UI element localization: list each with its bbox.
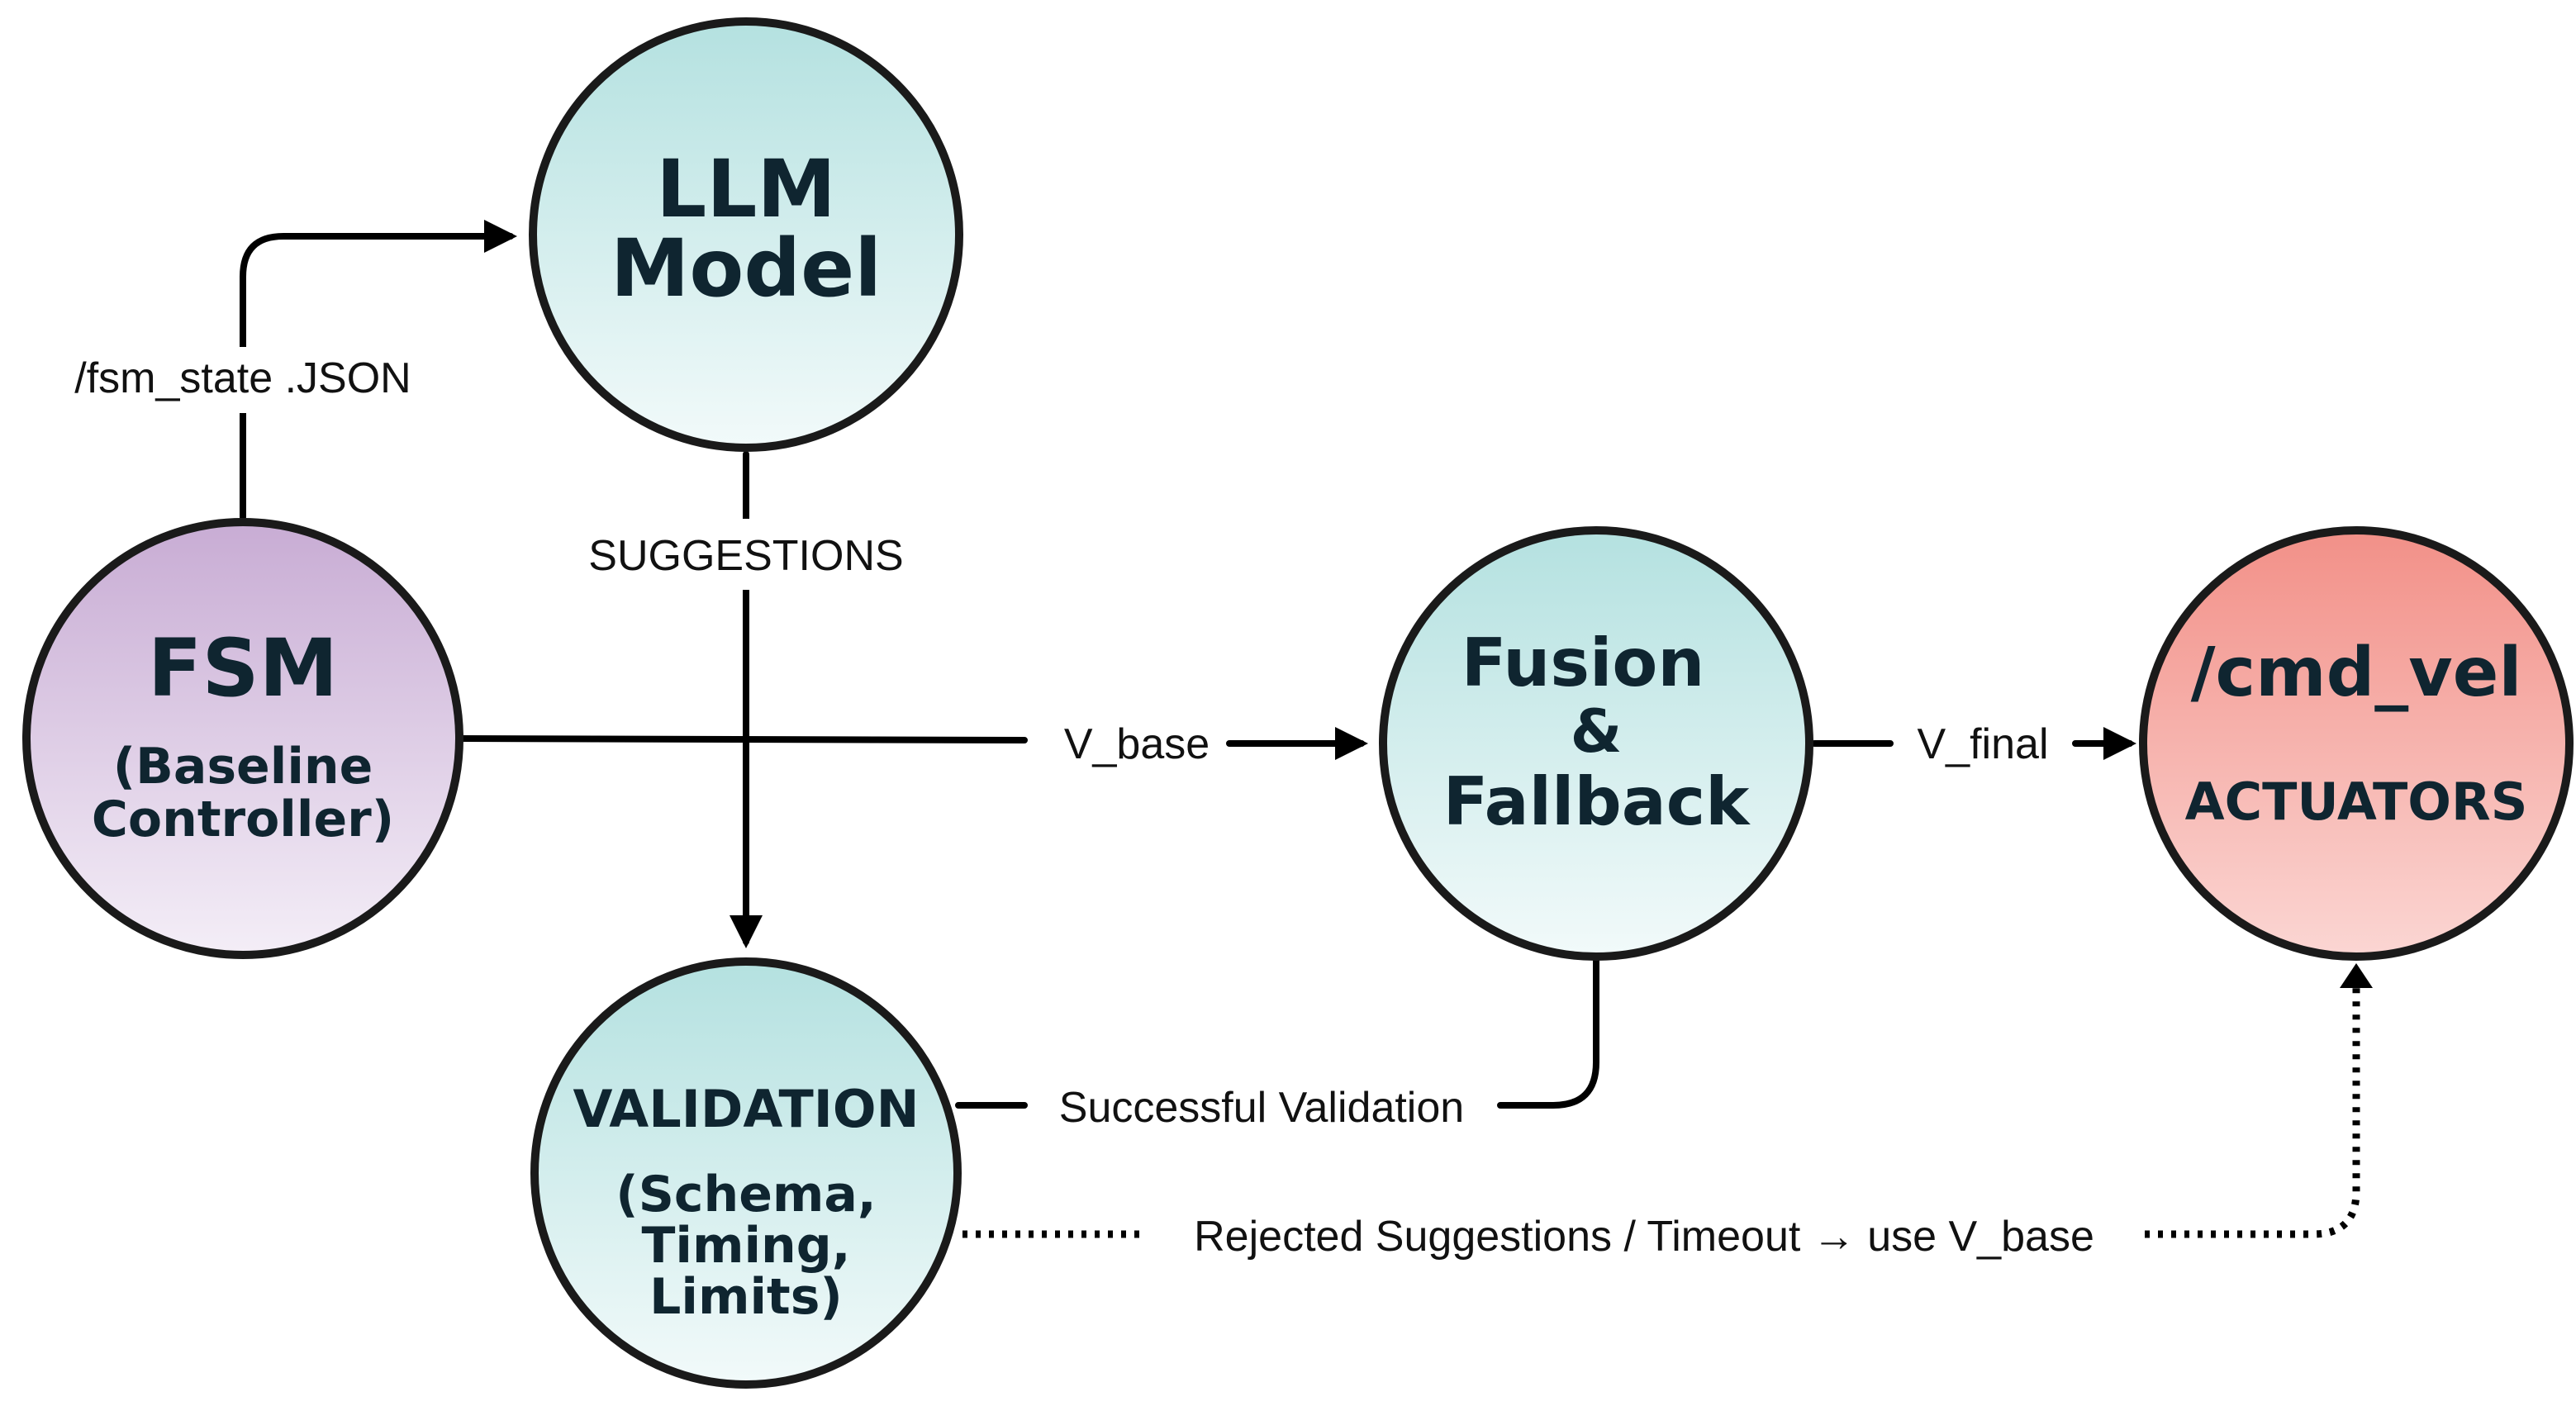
svg-text:Fusion: Fusion (1461, 625, 1705, 701)
node-fusion-fallback: Fusion & Fallback (1379, 526, 1813, 961)
svg-text:VALIDATION: VALIDATION (573, 1079, 920, 1139)
node-llm-model: LLM Model (529, 17, 963, 452)
arrowhead-dotted (2340, 963, 2373, 988)
node-validation: VALIDATION (Schema, Timing, Limits) (530, 957, 962, 1389)
edge-label-successful-validation: Successful Validation (1059, 1084, 1464, 1132)
edge-label-v-base: V_base (1064, 720, 1210, 768)
edge-label-suggestions: SUGGESTIONS (588, 532, 903, 580)
edge-validation-to-cmd (962, 983, 2360, 1238)
svg-text:(Schema,: (Schema, (615, 1166, 876, 1223)
svg-text:Limits): Limits) (649, 1268, 843, 1326)
edge-label-rejected: Rejected Suggestions / Timeout → use V_b… (1194, 1213, 2094, 1261)
edge-label-fsm-state: /fsm_state .JSON (74, 354, 411, 402)
svg-text:/cmd_vel: /cmd_vel (2191, 634, 2522, 712)
svg-text:LLM: LLM (656, 143, 836, 235)
edge-label-v-final: V_final (1918, 720, 2049, 768)
node-cmd-vel: /cmd_vel ACTUATORS (2139, 526, 2574, 961)
edge-fsm-to-fusion (458, 739, 1362, 743)
edge-validation-to-fusion (955, 955, 1599, 1109)
edge-fsm-to-llm (240, 220, 517, 520)
node-fsm: FSM (Baseline Controller) (22, 518, 463, 959)
svg-text:Controller): Controller) (92, 791, 394, 848)
svg-text:Model: Model (611, 222, 882, 315)
svg-text:ACTUATORS: ACTUATORS (2185, 772, 2528, 832)
svg-text:&: & (1571, 696, 1623, 766)
svg-text:(Baseline: (Baseline (113, 738, 373, 796)
svg-text:Fallback: Fallback (1443, 763, 1751, 840)
svg-text:Timing,: Timing, (641, 1217, 850, 1275)
svg-text:FSM: FSM (148, 622, 338, 715)
